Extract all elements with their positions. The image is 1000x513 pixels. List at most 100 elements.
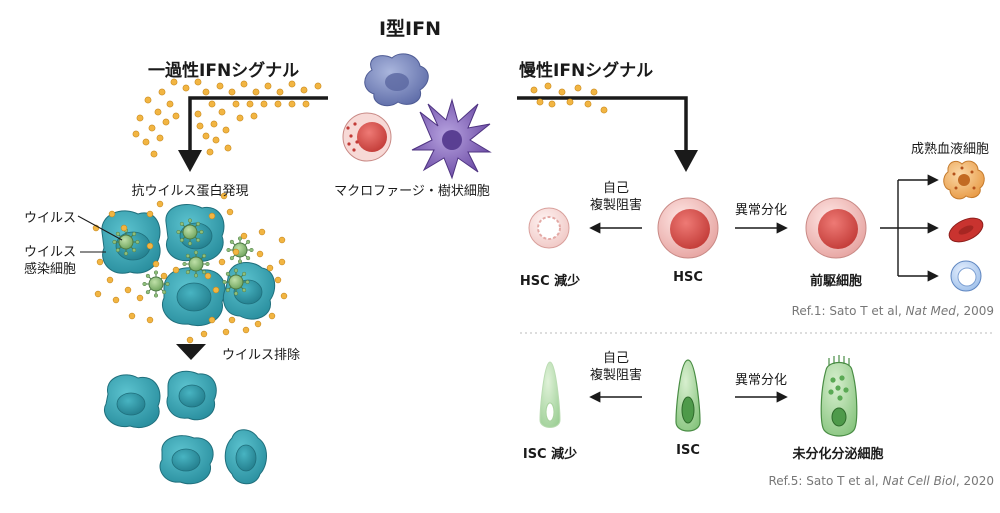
infected-cell-cluster: [101, 204, 276, 326]
ifn-dot: [160, 272, 168, 280]
hsc-label: HSC: [673, 270, 703, 285]
ifn-dot: [274, 100, 282, 108]
secretory-progenitor-label: 未分化分泌細胞: [792, 447, 884, 462]
chronic-heading: 慢性IFNシグナル: [519, 61, 654, 81]
hsc-ref-suffix: , 2009: [955, 304, 994, 318]
ifn-dot: [128, 312, 136, 320]
virus-icon: [182, 250, 210, 278]
virus-icon: [176, 218, 204, 246]
figure-title: I型IFN: [378, 18, 442, 40]
granulocyte-cell: [943, 160, 985, 200]
ifn-dot: [530, 86, 538, 94]
ifn-dot: [252, 88, 260, 96]
ifn-dot: [544, 82, 552, 90]
hsc-self-renewal-line2: 複製阻害: [589, 198, 643, 213]
acute-ifn-dots: [132, 78, 322, 158]
isc-decrease-cell: [539, 361, 561, 428]
healthy-cell: [224, 429, 267, 485]
ifn-dot: [152, 260, 160, 268]
red-cell-source: [342, 112, 392, 162]
hsc-ref-prefix: Ref.1: Sato T et al,: [791, 304, 906, 318]
ifn-dot: [250, 112, 258, 120]
progenitor-cell: [805, 197, 867, 259]
ifn-dot: [254, 320, 262, 328]
mature-blood-label: 成熟血液細胞: [910, 142, 990, 157]
ifn-dot: [94, 290, 102, 298]
ifn-dot: [222, 328, 230, 336]
virus-icon: [142, 270, 170, 298]
hsc-cell: [657, 197, 719, 259]
isc-cell: [675, 359, 701, 432]
ifn-dot: [288, 80, 296, 88]
hsc-differentiation-label: 異常分化: [734, 203, 788, 218]
ifn-dot: [136, 114, 144, 122]
acute-signal-line: [178, 96, 328, 172]
ifn-dot: [204, 272, 212, 280]
ifn-dot: [228, 88, 236, 96]
ifn-dot: [106, 276, 114, 284]
ifn-dot: [584, 100, 592, 108]
infected-label-line2: 感染細胞: [23, 262, 76, 277]
healthy-cells: [104, 370, 267, 485]
infected-cell: [162, 267, 226, 326]
isc-self-renewal-line1: 自己: [602, 351, 630, 366]
dendritic-cell: [411, 98, 492, 180]
isc-self-renewal-label: 自己 複製阻害: [590, 350, 642, 384]
macrophage-cell: [364, 53, 429, 107]
ifn-dot: [142, 138, 150, 146]
ifn-dot: [314, 82, 322, 90]
healthy-cell: [159, 435, 214, 485]
isc-label: ISC: [676, 443, 700, 458]
antiviral-label: 抗ウイルス蛋白発現: [131, 184, 249, 199]
chronic-signal-line: [517, 96, 698, 172]
ifn-dot: [208, 316, 216, 324]
isc-differentiation-label: 異常分化: [734, 373, 788, 388]
virus-icon: [222, 268, 250, 296]
chronic-ifn-dots: [530, 82, 608, 114]
ifn-dot: [208, 212, 216, 220]
ifn-dot: [148, 124, 156, 132]
hsc-decrease-cell: [528, 207, 570, 249]
ifn-dot: [260, 100, 268, 108]
ifn-dot: [146, 316, 154, 324]
isc-ref-suffix: , 2020: [955, 474, 994, 488]
ifn-dot: [124, 286, 132, 294]
ifn-dot: [220, 192, 228, 200]
ifn-dot: [186, 336, 194, 344]
hsc-decrease-label: HSC 減少: [519, 274, 581, 289]
ifn-dot: [558, 88, 566, 96]
lymphocyte-cell: [950, 260, 982, 292]
ifn-dot: [172, 266, 180, 274]
ifn-dot: [194, 78, 202, 86]
elimination-label: ウイルス排除: [222, 348, 301, 363]
ifn-dot: [258, 228, 266, 236]
ifn-dot: [242, 326, 250, 334]
ifn-dot: [224, 144, 232, 152]
ifn-dot: [232, 100, 240, 108]
ifn-dot: [146, 242, 154, 250]
source-cells-label: マクロファージ・樹状細胞: [334, 184, 490, 199]
acute-arrowhead: [178, 150, 202, 172]
ifn-dot: [590, 88, 598, 96]
hsc-self-renewal-line1: 自己: [602, 181, 630, 196]
ifn-dot: [278, 236, 286, 244]
ifn-dot: [268, 312, 276, 320]
ifn-dot: [182, 84, 190, 92]
ifn-dot: [266, 264, 274, 272]
ifn-dot: [218, 108, 226, 116]
progenitor-label: 前駆細胞: [809, 274, 863, 289]
erythrocyte-cell: [948, 217, 984, 243]
secretory-progenitor-cell: [820, 355, 858, 437]
ifn-dot: [208, 100, 216, 108]
ifn-dot: [548, 100, 556, 108]
ifn-dot: [136, 294, 144, 302]
hsc-reference: Ref.1: Sato T et al, Nat Med, 2009: [792, 304, 994, 318]
ifn-dot: [302, 100, 310, 108]
cluster-ifn-dots: [92, 192, 288, 344]
ifn-dot: [120, 224, 128, 232]
ifn-dot: [264, 82, 272, 90]
ifn-dot: [112, 296, 120, 304]
isc-ref-prefix: Ref.5: Sato T et al,: [768, 474, 883, 488]
ifn-dot: [156, 200, 164, 208]
virus-icon: [226, 236, 254, 264]
